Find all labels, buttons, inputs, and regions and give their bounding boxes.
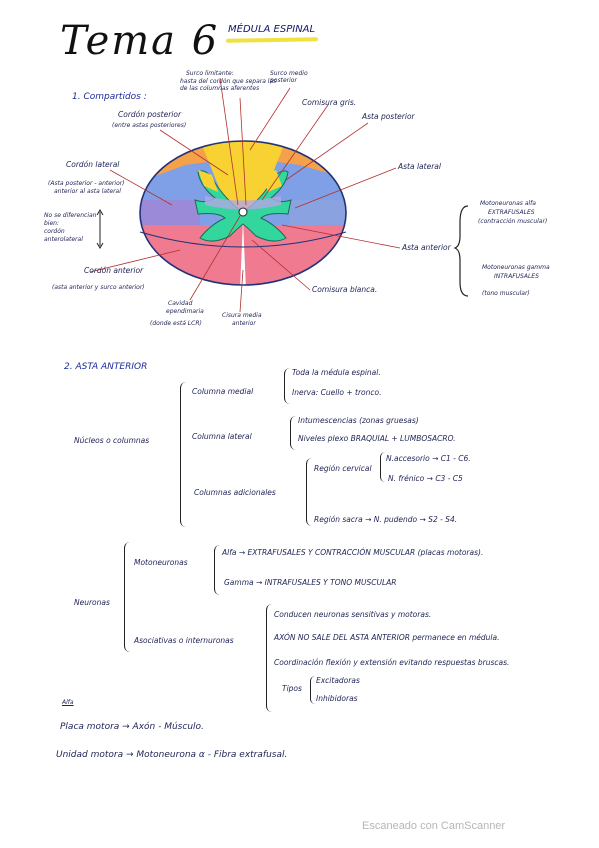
motoneurons-brace bbox=[453, 205, 469, 297]
asociativas-brace bbox=[266, 604, 273, 712]
label-cavidad-3: (donde está LCR) bbox=[150, 320, 202, 327]
tipos-brace bbox=[310, 676, 315, 704]
col-medial-label: Columna medial bbox=[192, 387, 254, 396]
label-comisura-gris: Comisura gris. bbox=[302, 98, 357, 107]
neuronas-brace bbox=[124, 542, 131, 652]
nucleos-label: Núcleos o columnas bbox=[74, 436, 150, 445]
page-title: Tema 6 bbox=[60, 18, 220, 64]
label-cavidad-1: Cavidad bbox=[168, 300, 193, 307]
label-vertical-note2: bien: bbox=[44, 220, 59, 227]
label-moto-gamma-2: INTRAFUSALES bbox=[494, 273, 539, 280]
label-cordon-posterior: Cordón posterior bbox=[118, 110, 182, 119]
excitadoras: Excitadoras bbox=[316, 676, 360, 685]
asoc-item2: AXÓN NO SALE DEL ASTA ANTERIOR permanece… bbox=[274, 633, 500, 642]
col-medial-item2: Inerva: Cuello + tronco. bbox=[292, 388, 382, 397]
arrow-head-down bbox=[96, 242, 104, 249]
placa-motora-note: Placa motora → Axón - Músculo. bbox=[60, 722, 204, 732]
neuronas-label: Neuronas bbox=[74, 598, 110, 607]
posterior-horn-tip-right bbox=[262, 170, 282, 192]
label-vertical-note4: anterolateral bbox=[44, 236, 83, 243]
posterior-funiculus-yellow bbox=[200, 141, 286, 212]
region-sacra: Región sacra → N. pudendo → S2 - S4. bbox=[314, 515, 458, 524]
col-medial-item1: Toda la médula espinal. bbox=[292, 368, 381, 377]
label-moto-gamma-1: Motoneuronas gamma bbox=[482, 264, 550, 271]
col-lateral-label: Columna lateral bbox=[192, 432, 252, 441]
label-moto-alfa-3: (contracción muscular) bbox=[478, 218, 548, 225]
label-cordon-anterior: Cordón anterior bbox=[84, 266, 144, 275]
asoc-item1: Conducen neuronas sensitivas y motoras. bbox=[274, 610, 432, 619]
label-moto-alfa-2: EXTRAFUSALES bbox=[488, 209, 535, 216]
central-canal bbox=[238, 207, 248, 217]
lateral-blue-band bbox=[290, 200, 345, 225]
page-subtitle: MÉDULA ESPINAL bbox=[228, 24, 316, 35]
alfa-note-label: Alfa bbox=[62, 699, 74, 706]
region-cervical-label: Región cervical bbox=[314, 464, 372, 473]
label-cordon-lateral: Cordón lateral bbox=[66, 160, 120, 169]
label-surco-medio: Surco medio posterior bbox=[270, 70, 308, 84]
n-accesorio: N.accesorio → C1 - C6. bbox=[386, 454, 471, 463]
section-2-heading: 2. ASTA ANTERIOR bbox=[64, 362, 148, 372]
label-cordon-lateral-desc1: (Asta posterior - anterior) bbox=[48, 180, 125, 187]
label-vertical-note1: No se diferencian bbox=[44, 212, 97, 219]
label-cisura-1: Cisura media bbox=[222, 312, 262, 319]
label-cavidad-2: ependimaria bbox=[166, 308, 204, 315]
label-asta-posterior: Asta posterior bbox=[362, 112, 415, 121]
label-comisura-blanca: Comisura blanca. bbox=[312, 285, 378, 294]
unidad-motora-note: Unidad motora → Motoneurona α - Fibra ex… bbox=[56, 750, 288, 760]
label-moto-alfa-1: Motoneuronas alfa bbox=[480, 200, 536, 207]
label-surco-limitante: Surco limitante: bbox=[186, 70, 234, 77]
col-lateral-brace bbox=[290, 416, 296, 450]
label-cordon-lateral-desc2: anterior al asta lateral bbox=[54, 188, 121, 195]
inner-outline bbox=[139, 231, 347, 248]
label-moto-gamma-3: (tono muscular) bbox=[482, 290, 530, 297]
grey-matter-butterfly bbox=[194, 170, 292, 242]
label-surco-limitante-desc: hasta del cordón que separa las de las c… bbox=[180, 78, 277, 92]
motoneuronas-brace bbox=[214, 545, 220, 595]
asoc-item3: Coordinación flexión y extensión evitand… bbox=[274, 658, 510, 667]
n-frenico: N. frénico → C3 - C5 bbox=[388, 474, 463, 483]
label-asta-lateral: Asta lateral bbox=[398, 162, 441, 171]
col-lateral-item1: Intumescencias (zonas gruesas) bbox=[298, 416, 419, 425]
asociativas-label: Asociativas o internuronas bbox=[134, 636, 234, 645]
col-adicionales-label: Columnas adicionales bbox=[194, 488, 276, 497]
scanner-watermark: Escaneado con CamScanner bbox=[362, 820, 506, 832]
label-cordon-posterior-desc: (entre astas posteriores) bbox=[112, 122, 187, 129]
region-cervical-brace bbox=[380, 452, 385, 482]
tipos-label: Tipos bbox=[282, 684, 302, 693]
label-vertical-note3: cordón bbox=[44, 228, 65, 235]
col-lateral-item2: Niveles plexo BRAQUIAL + LUMBOSACRO. bbox=[298, 434, 456, 443]
col-adicionales-brace bbox=[306, 458, 313, 526]
motoneuronas-label: Motoneuronas bbox=[134, 558, 188, 567]
lateral-purple-band bbox=[140, 200, 200, 225]
label-cordon-anterior-desc: (asta anterior y surco anterior) bbox=[52, 284, 145, 291]
section-1-heading: 1. Compartidos : bbox=[72, 92, 147, 102]
gamma-line: Gamma → INTRAFUSALES Y TONO MUSCULAR bbox=[224, 578, 397, 587]
alfa-line: Alfa → EXTRAFUSALES Y CONTRACCIÓN MUSCUL… bbox=[222, 548, 484, 557]
col-medial-brace bbox=[284, 368, 290, 404]
posterior-horn-tip-left bbox=[198, 170, 218, 192]
label-asta-anterior: Asta anterior bbox=[402, 243, 451, 252]
cord-outline bbox=[139, 140, 347, 286]
label-cisura-2: anterior bbox=[232, 320, 256, 327]
arrow-head-up bbox=[96, 209, 104, 216]
anterior-median-fissure bbox=[240, 220, 246, 285]
nucleos-brace bbox=[180, 382, 187, 527]
inhibidoras: Inhibidoras bbox=[316, 694, 358, 703]
leader-lines bbox=[89, 77, 401, 313]
